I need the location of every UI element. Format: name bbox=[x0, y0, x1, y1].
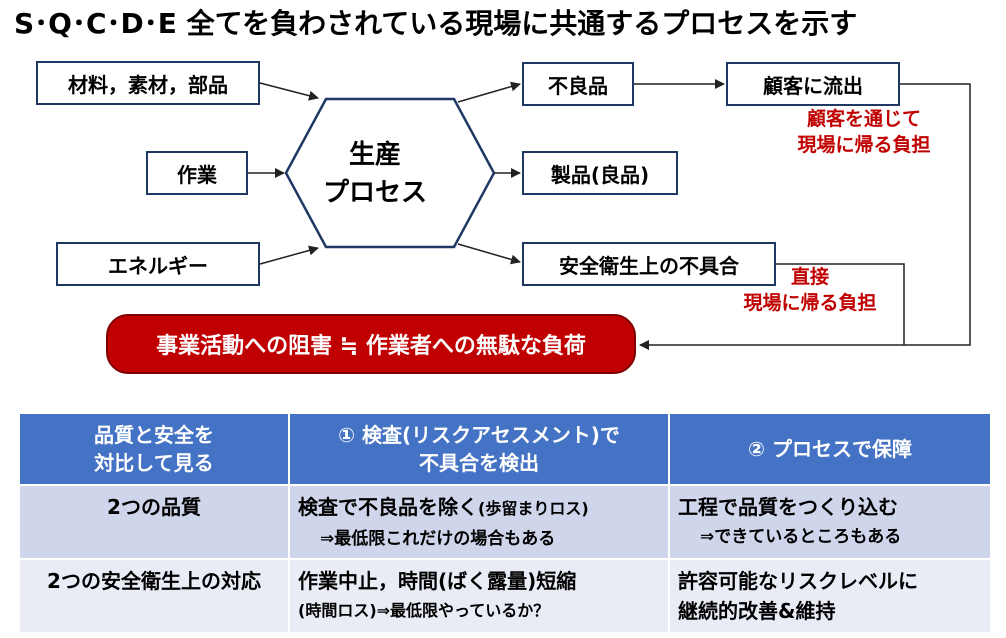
note-direct-line2: 現場に帰る負担 bbox=[743, 292, 877, 314]
cell-safety-inspection-line2: (時間ロス)⇒最低限やっているか？ bbox=[298, 601, 550, 620]
comparison-table: 品質と安全を 対比して見る ① 検査(リスクアセスメント)で 不具合を検出 ② … bbox=[18, 412, 992, 634]
arrow-process-to-safety bbox=[457, 243, 521, 265]
table-row: 2つの安全衛生上の対応 作業中止，時間(ばく露量)短縮 (時間ロス)⇒最低限やっ… bbox=[18, 558, 992, 634]
output-defective-box: 不良品 bbox=[522, 62, 634, 106]
arrow-safety-return-path bbox=[776, 263, 905, 345]
row-label-quality: 2つの品質 bbox=[18, 484, 290, 560]
note-via-customer-line2: 現場に帰る負担 bbox=[797, 134, 931, 156]
cell-quality-process-main: 工程で品質をつくり込む bbox=[678, 495, 898, 519]
table-row: 2つの品質 検査で不良品を除く(歩留まりロス) ⇒最低限これだけの場合もある 工… bbox=[18, 484, 992, 560]
cell-quality-inspection-main-a: 検査で不良品を除く bbox=[298, 495, 478, 519]
header-process-assurance-line1: ② プロセスで保障 bbox=[748, 437, 912, 461]
cell-safety-inspection-line1: 作業中止，時間(ばく露量)短縮 bbox=[298, 569, 577, 593]
customer-outflow-box: 顧客に流出 bbox=[726, 62, 900, 106]
page-title: S･Q･C･D･E 全てを負わされている現場に共通するプロセスを示す bbox=[14, 7, 858, 40]
header-inspection-line1: ① 検査(リスクアセスメント)で bbox=[338, 423, 620, 447]
input-materials-box: 材料，素材，部品 bbox=[36, 61, 260, 105]
output-safety-box: 安全衛生上の不具合 bbox=[522, 242, 776, 286]
cell-safety-process: 許容可能なリスクレベルに 継続的改善&維持 bbox=[668, 558, 992, 634]
arrow-energy-to-process bbox=[259, 245, 319, 265]
note-direct: 直接 現場に帰る負担 bbox=[722, 264, 898, 316]
header-compare-line2: 対比して見る bbox=[94, 451, 214, 475]
cell-safety-process-line1: 許容可能なリスクレベルに bbox=[678, 569, 918, 593]
note-direct-line1: 直接 bbox=[790, 266, 829, 288]
input-energy-box: エネルギー bbox=[56, 242, 260, 286]
header-inspection: ① 検査(リスクアセスメント)で 不具合を検出 bbox=[288, 412, 670, 486]
note-via-customer-line1: 顧客を通じて bbox=[806, 108, 921, 130]
cell-quality-inspection-main: 検査で不良品を除く(歩留まりロス) bbox=[298, 492, 660, 524]
header-compare: 品質と安全を 対比して見る bbox=[18, 412, 290, 486]
cell-quality-inspection: 検査で不良品を除く(歩留まりロス) ⇒最低限これだけの場合もある bbox=[288, 484, 670, 560]
process-label: 生産 プロセス bbox=[300, 136, 450, 216]
output-product-box: 製品(良品) bbox=[522, 151, 678, 195]
arrow-customer-return-path bbox=[639, 83, 971, 350]
process-label-line1: 生産 bbox=[348, 140, 401, 170]
cell-quality-inspection-main-b: (歩留まりロス) bbox=[478, 499, 589, 518]
header-inspection-line2: 不具合を検出 bbox=[419, 451, 539, 475]
cell-safety-process-line2: 継続的改善&維持 bbox=[678, 599, 836, 623]
cell-safety-inspection: 作業中止，時間(ばく露量)短縮 (時間ロス)⇒最低限やっているか？ bbox=[288, 558, 670, 634]
table-header-row: 品質と安全を 対比して見る ① 検査(リスクアセスメント)で 不具合を検出 ② … bbox=[18, 412, 992, 486]
input-work-box: 作業 bbox=[146, 151, 248, 195]
cell-quality-inspection-sub: ⇒最低限これだけの場合もある bbox=[320, 529, 556, 549]
row-label-safety: 2つの安全衛生上の対応 bbox=[18, 558, 290, 634]
process-label-line2: プロセス bbox=[322, 178, 427, 208]
note-via-customer: 顧客を通じて 現場に帰る負担 bbox=[776, 106, 952, 158]
header-compare-line1: 品質と安全を bbox=[94, 423, 214, 447]
header-process-assurance: ② プロセスで保障 bbox=[668, 412, 992, 486]
obstruction-banner: 事業活動への阻害 ≒ 作業者への無駄な負荷 bbox=[106, 314, 636, 374]
arrow-materials-to-process bbox=[259, 82, 319, 101]
arrow-process-to-defective bbox=[457, 81, 521, 103]
cell-quality-process: 工程で品質をつくり込む ⇒できているところもある bbox=[668, 484, 992, 560]
cell-quality-process-sub: ⇒できているところもある bbox=[700, 527, 902, 547]
